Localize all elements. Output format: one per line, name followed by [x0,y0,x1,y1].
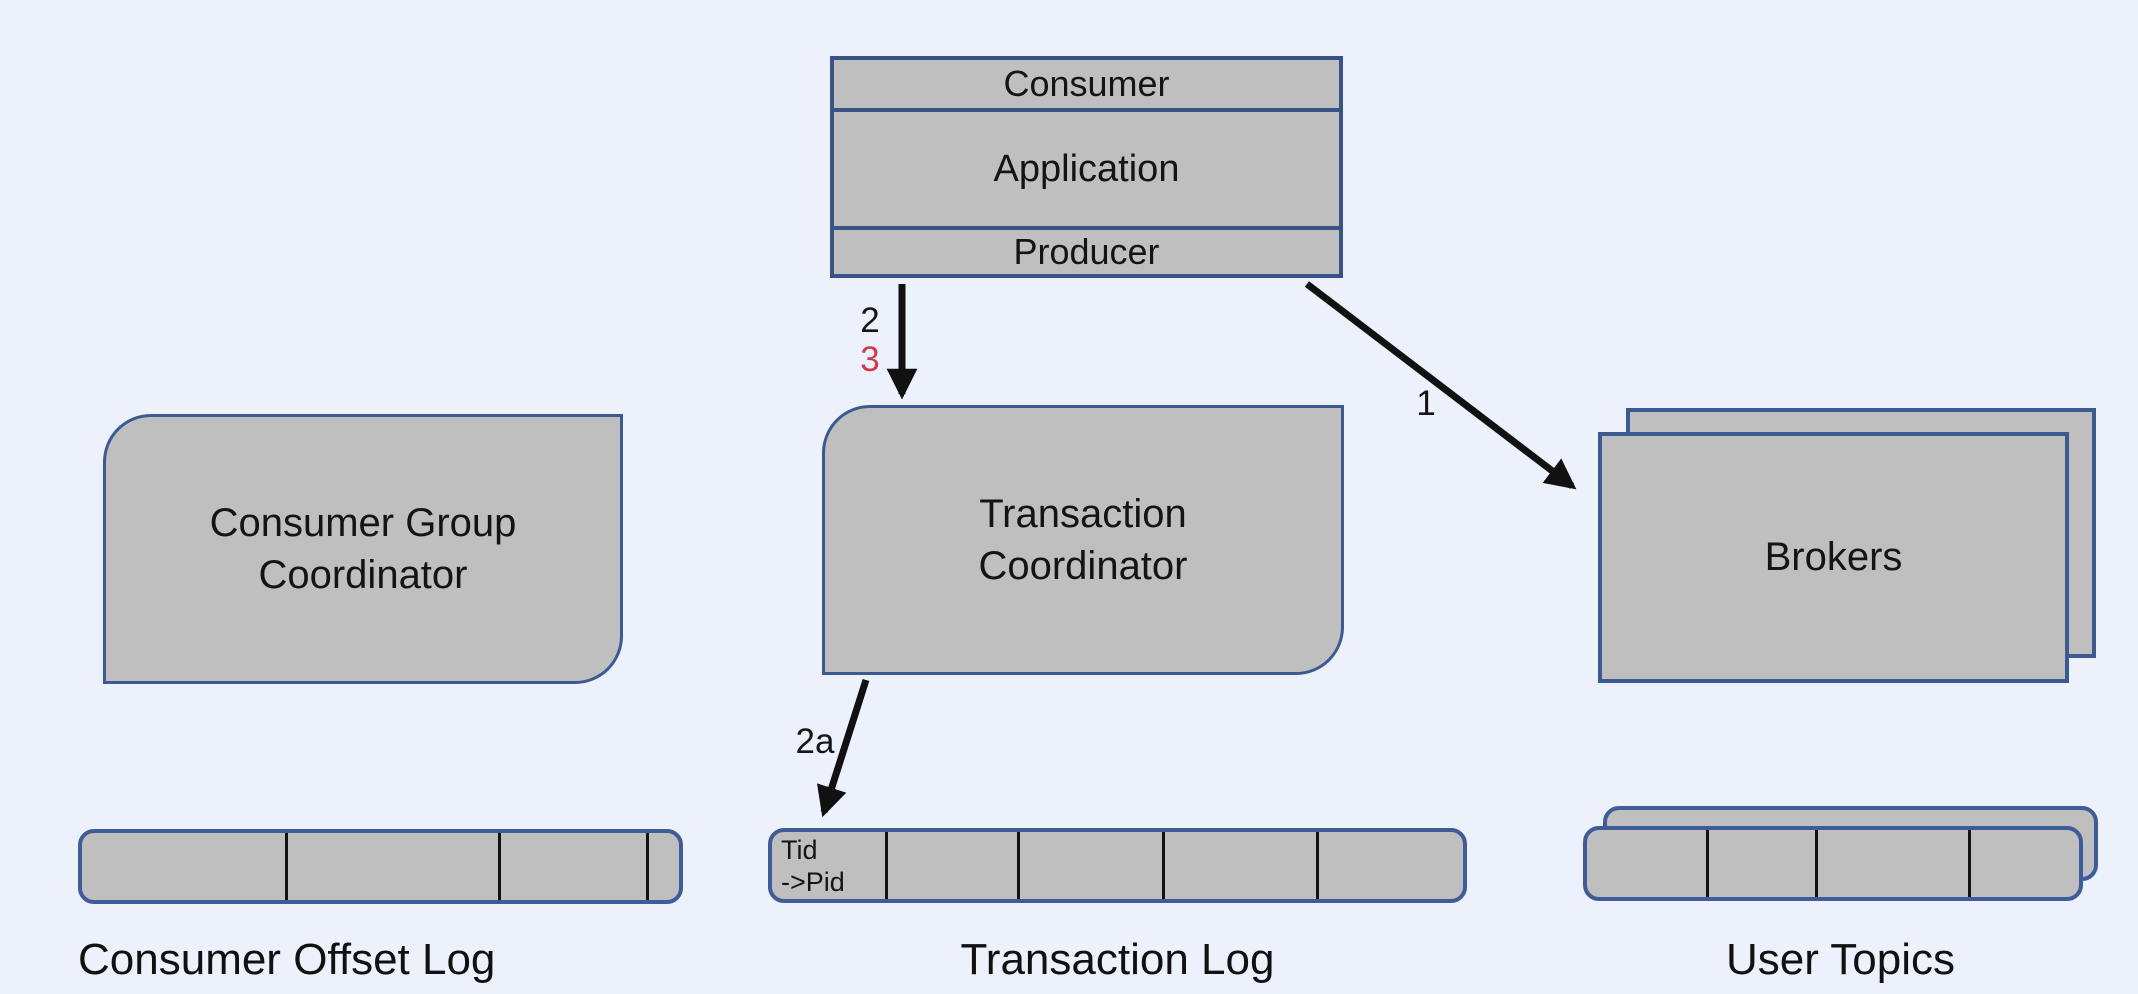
log-segment [1587,830,1706,897]
consumer-offset-log-bar [78,829,683,904]
arrow-label-2a: 2a [795,722,835,761]
log-segment [285,833,498,900]
arrow-label-1: 1 [1416,384,1436,423]
user-topics-label: User Topics [1725,935,1956,984]
consumer-offset-log-label: Consumer Offset Log [78,935,496,984]
application-stack-box: Consumer Application Producer [830,56,1343,278]
log-segment [1968,830,2079,897]
log-segment [1706,830,1815,897]
user-topics-bar-front [1583,826,2083,901]
arrow-label-2: 2 [860,301,880,340]
log-segment [82,833,285,900]
producer-section: Producer [834,226,1339,274]
log-segment [1815,830,1968,897]
log-segment [1316,832,1463,899]
log-segment [1162,832,1316,899]
log-segment [498,833,646,900]
transaction-coordinator-box: Transaction Coordinator [822,405,1344,675]
log-segment [885,832,1017,899]
consumer-group-coordinator-box: Consumer Group Coordinator [103,414,623,684]
brokers-box-front: Brokers [1598,432,2069,683]
log-segment [646,833,679,900]
log-segment-tid-pid: Tid ->Pid [781,835,845,897]
log-segment [1017,832,1162,899]
arrow-label-3: 3 [860,340,880,379]
transaction-log-label: Transaction Log [960,935,1275,984]
transaction-log-bar: Tid ->Pid [768,828,1467,903]
consumer-section: Consumer [834,60,1339,112]
application-section: Application [993,147,1180,190]
